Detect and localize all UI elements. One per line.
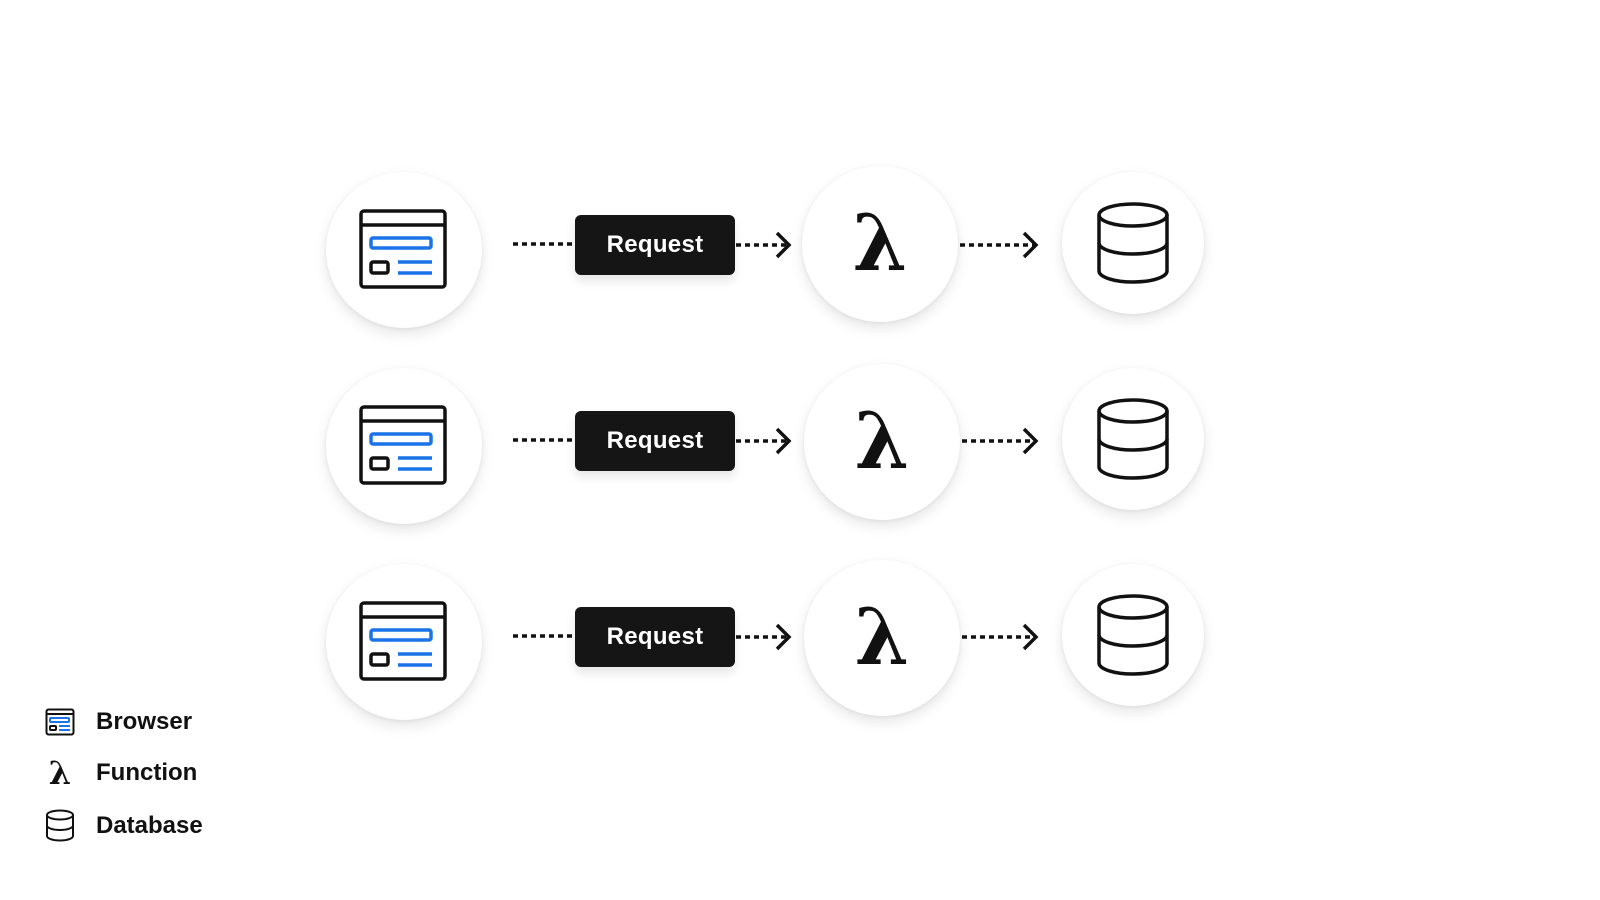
dashed-arrow xyxy=(960,231,1039,259)
database-icon xyxy=(1097,202,1169,284)
request-label: Request xyxy=(575,215,735,275)
legend-item-database: Database xyxy=(44,809,203,843)
database-icon xyxy=(1097,594,1169,676)
legend-item-function: λ Function xyxy=(44,756,198,790)
dashed-arrow xyxy=(962,427,1039,455)
function-node: λ xyxy=(804,364,960,520)
legend-label: Function xyxy=(96,759,198,786)
browser-icon xyxy=(359,405,447,485)
lambda-icon: λ xyxy=(44,757,76,789)
browser-icon xyxy=(359,209,447,289)
database-node xyxy=(1062,172,1204,314)
lambda-icon: λ xyxy=(854,592,910,683)
dashed-connector xyxy=(513,438,576,442)
dashed-connector xyxy=(513,242,576,246)
dashed-connector xyxy=(513,634,576,638)
dashed-arrow xyxy=(736,427,792,455)
legend-label: Browser xyxy=(96,708,193,735)
request-label: Request xyxy=(575,411,735,471)
dashed-arrow xyxy=(962,623,1039,651)
database-icon xyxy=(44,809,76,842)
lambda-icon: λ xyxy=(852,198,908,289)
browser-node xyxy=(326,564,482,720)
browser-icon xyxy=(44,706,76,738)
database-icon xyxy=(1097,398,1169,480)
browser-icon xyxy=(359,601,447,681)
browser-node xyxy=(326,368,482,524)
lambda-glyph: λ xyxy=(48,754,72,792)
lambda-icon: λ xyxy=(854,396,910,487)
database-node xyxy=(1062,564,1204,706)
legend-item-browser: Browser xyxy=(44,705,192,739)
database-node xyxy=(1062,368,1204,510)
legend-label: Database xyxy=(96,812,203,839)
request-label: Request xyxy=(575,607,735,667)
function-node: λ xyxy=(802,166,958,322)
dashed-arrow xyxy=(736,231,792,259)
function-node: λ xyxy=(804,560,960,716)
dashed-arrow xyxy=(736,623,792,651)
browser-node xyxy=(326,172,482,328)
